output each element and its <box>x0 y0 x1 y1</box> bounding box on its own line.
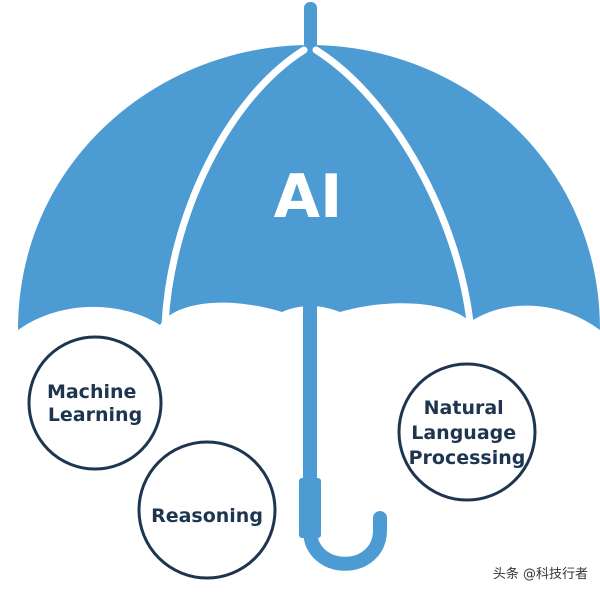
umbrella-handle <box>303 293 387 571</box>
concept-machine-learning: Machine Learning <box>27 335 163 471</box>
concept-reasoning: Reasoning <box>137 440 277 580</box>
concept-label-line: Natural <box>424 397 504 419</box>
umbrella-grip <box>299 478 321 538</box>
concept-label-nlp: Natural Language Processing <box>409 397 526 469</box>
canopy-rib-right <box>312 46 474 326</box>
concept-label-machine-learning: Machine Learning <box>47 381 143 426</box>
concept-circle-reasoning <box>137 440 277 580</box>
umbrella-title: AI <box>274 162 343 232</box>
concept-label-line: Learning <box>48 404 142 426</box>
watermark: 头条 @科技行者 <box>493 566 588 582</box>
concept-nlp: Natural Language Processing <box>397 362 537 502</box>
umbrella-tip <box>304 2 317 50</box>
concept-label-line: Language <box>411 422 516 444</box>
concept-label-reasoning: Reasoning <box>151 505 263 527</box>
canopy-rib-left <box>161 46 308 329</box>
concept-circle-machine-learning <box>27 335 163 471</box>
concept-label-line: Reasoning <box>151 505 263 527</box>
concept-label-line: Machine <box>47 381 136 403</box>
concept-circle-nlp <box>397 362 537 502</box>
concept-label-line: Processing <box>409 447 526 469</box>
